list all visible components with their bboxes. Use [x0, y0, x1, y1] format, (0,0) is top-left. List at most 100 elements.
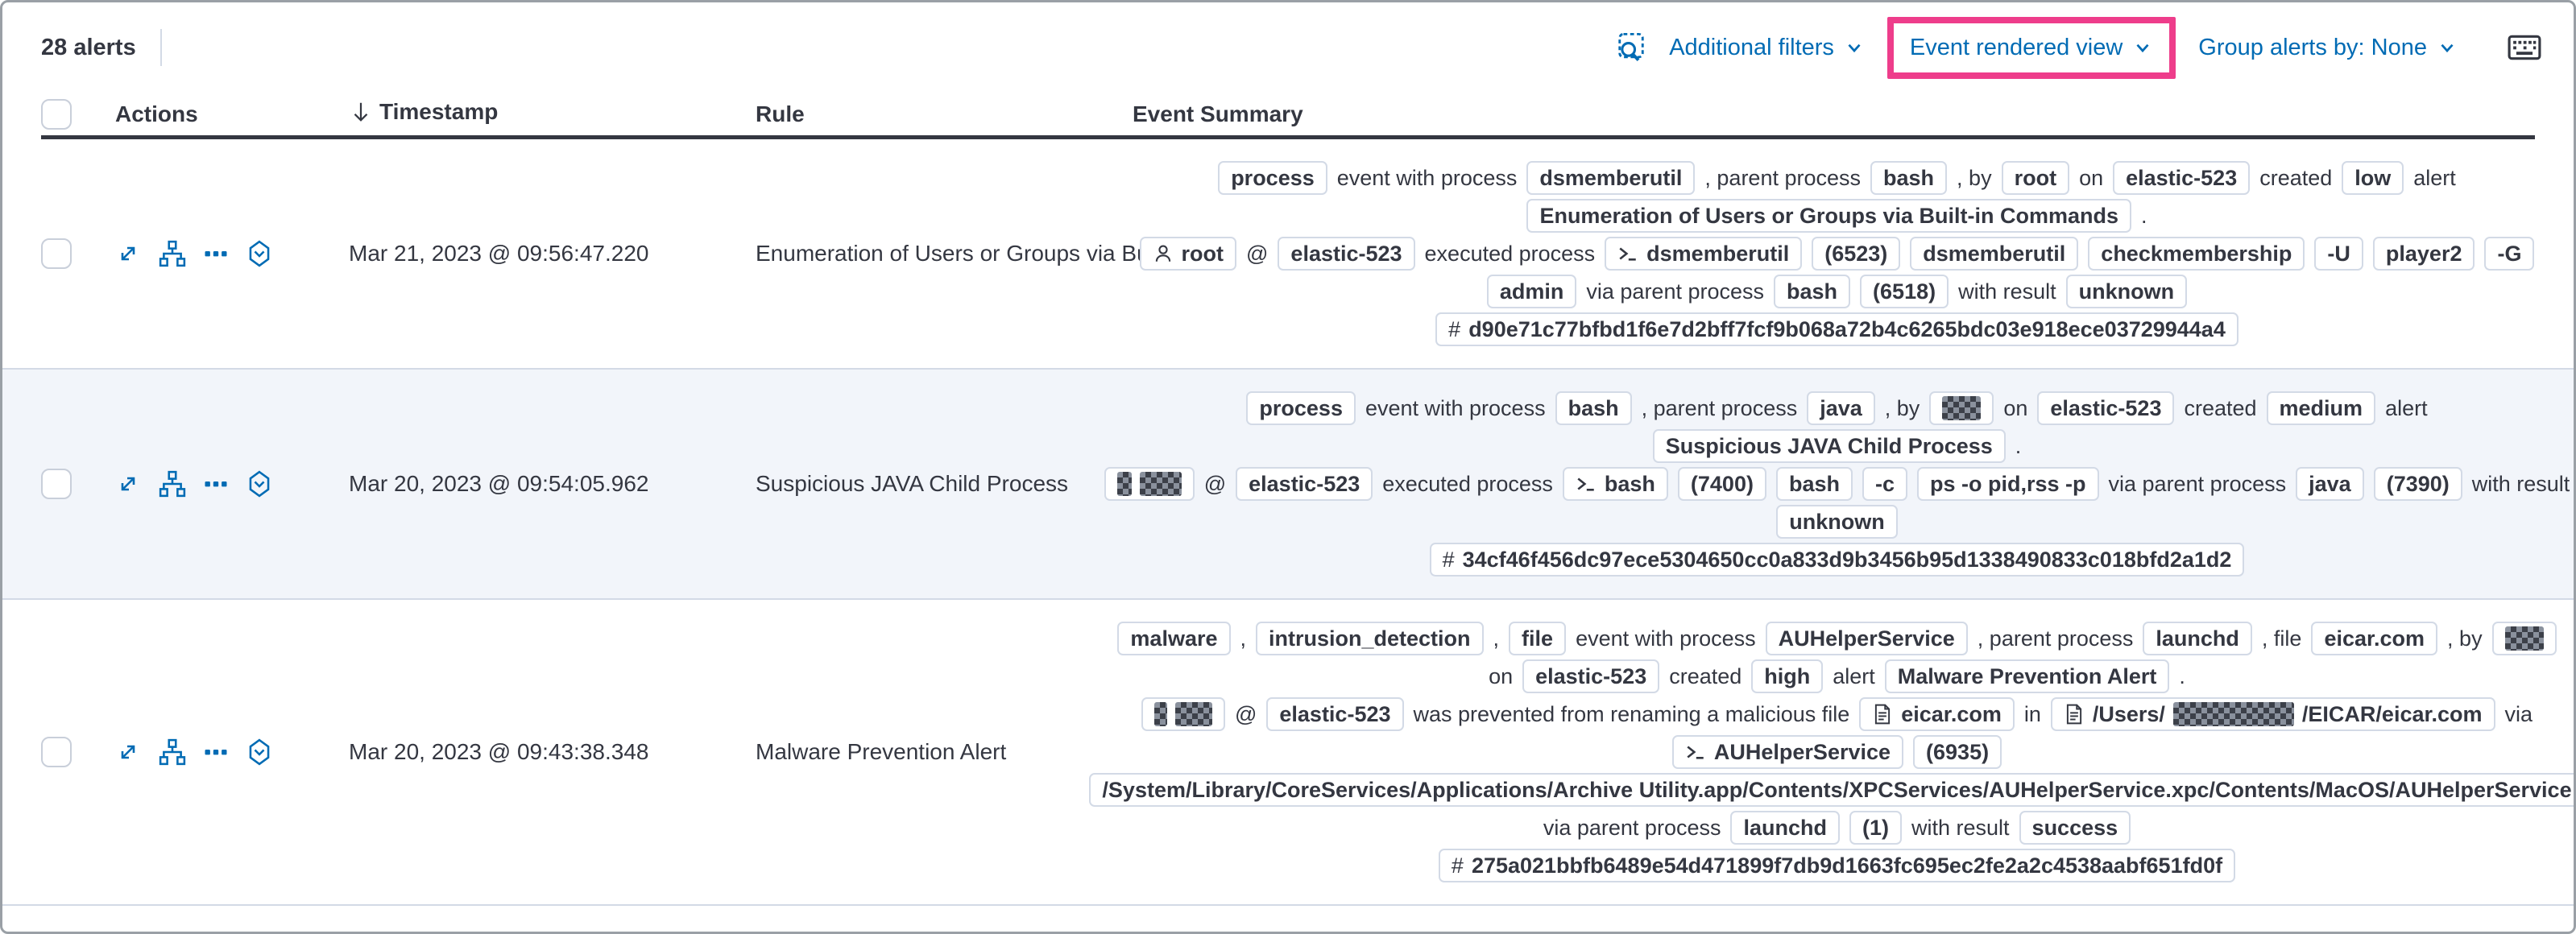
analyze-event-icon[interactable]	[159, 240, 186, 267]
summary-badge[interactable]: java	[1807, 391, 1875, 425]
summary-badge[interactable]	[1104, 467, 1195, 501]
summary-badge[interactable]: admin	[1486, 275, 1577, 308]
row-checkbox[interactable]	[41, 238, 72, 269]
column-header-timestamp[interactable]: Timestamp	[349, 99, 756, 130]
keyboard-icon[interactable]	[2508, 35, 2541, 60]
summary-text: via parent process	[1586, 279, 1765, 304]
summary-badge[interactable]: unknown	[2065, 275, 2188, 308]
summary-badge[interactable]: -c	[1862, 467, 1907, 501]
summary-badge[interactable]: elastic-523	[2113, 161, 2251, 195]
analyze-event-icon[interactable]	[159, 470, 186, 498]
inspect-icon[interactable]	[1616, 32, 1646, 63]
badge-label: java	[2309, 471, 2351, 496]
summary-badge[interactable]: root	[1139, 237, 1236, 271]
analyze-event-icon[interactable]	[159, 738, 186, 766]
badge-label: 275a021bbfb6489e54d471899f7db9d1663fc695…	[1471, 853, 2223, 878]
summary-badge[interactable]: process	[1246, 391, 1356, 425]
summary-badge[interactable]: eicar.com	[1859, 697, 2015, 731]
summary-badge[interactable]: dsmemberutil	[1526, 161, 1696, 195]
expand-icon[interactable]	[115, 739, 141, 765]
badge-label: (6518)	[1873, 279, 1936, 304]
summary-badge[interactable]: (6935)	[1913, 735, 2002, 769]
row-checkbox[interactable]	[41, 469, 72, 499]
summary-badge[interactable]: elastic-523	[1236, 467, 1373, 501]
select-all-checkbox[interactable]	[41, 98, 72, 130]
summary-badge[interactable]: medium	[2266, 391, 2376, 425]
summary-badge[interactable]: checkmembership	[2088, 237, 2305, 271]
badge-label: bash	[1883, 165, 1935, 190]
summary-badge[interactable]: /System/Library/CoreServices/Application…	[1089, 773, 2574, 807]
group-alerts-button[interactable]: Group alerts by: None	[2198, 35, 2458, 61]
summary-badge[interactable]: AUHelperService	[1671, 735, 1904, 769]
timeline-icon[interactable]	[246, 240, 273, 267]
more-actions-icon[interactable]	[204, 740, 228, 764]
summary-text: , by	[1884, 395, 1920, 420]
badge-label: elastic-523	[1279, 701, 1391, 726]
summary-badge[interactable]: bash	[1562, 467, 1668, 501]
summary-badge[interactable]: Enumeration of Users or Groups via Built…	[1526, 199, 2132, 233]
summary-badge[interactable]: high	[1751, 659, 1824, 693]
summary-text: , parent process	[1704, 165, 1862, 190]
more-actions-icon[interactable]	[204, 472, 228, 496]
summary-badge[interactable]: elastic-523	[1266, 697, 1404, 731]
summary-badge[interactable]: bash	[1774, 275, 1851, 308]
summary-badge[interactable]	[1141, 697, 1225, 731]
summary-text: , parent process	[1641, 395, 1798, 420]
summary-badge[interactable]: player2	[2372, 237, 2475, 271]
summary-badge[interactable]	[2491, 622, 2557, 655]
summary-badge[interactable]: Suspicious JAVA Child Process	[1652, 429, 2006, 463]
summary-badge[interactable]: elastic-523	[1522, 659, 1660, 693]
summary-badge[interactable]: (7390)	[2373, 467, 2462, 501]
summary-badge[interactable]: elastic-523	[2037, 391, 2175, 425]
summary-badge[interactable]: #275a021bbfb6489e54d471899f7db9d1663fc69…	[1438, 849, 2236, 882]
summary-badge[interactable]	[1929, 391, 1994, 425]
view-selector-button[interactable]: Event rendered view	[1910, 35, 2153, 61]
summary-badge[interactable]: AUHelperService	[1765, 622, 1968, 655]
summary-badge[interactable]: process	[1218, 161, 1327, 195]
summary-badge[interactable]: #34cf46f456dc97ece5304650cc0a833d9b3456b…	[1429, 543, 2245, 577]
timeline-icon[interactable]	[246, 738, 273, 766]
summary-badge[interactable]: Malware Prevention Alert	[1884, 659, 2170, 693]
expand-icon[interactable]	[115, 241, 141, 267]
summary-badge[interactable]: bash	[1870, 161, 1948, 195]
expand-icon[interactable]	[115, 471, 141, 497]
summary-badge[interactable]: java	[2296, 467, 2364, 501]
summary-badge[interactable]: bash	[1775, 467, 1853, 501]
summary-badge[interactable]: eicar.com	[2311, 622, 2438, 655]
summary-badge[interactable]: dsmemberutil	[1910, 237, 2079, 271]
summary-badge[interactable]: success	[2019, 811, 2131, 845]
summary-badge[interactable]: unknown	[1776, 505, 1898, 539]
summary-badge[interactable]: -U	[2314, 237, 2363, 271]
summary-badge[interactable]: dsmemberutil	[1605, 237, 1803, 271]
summary-badge[interactable]: -G	[2484, 237, 2535, 271]
summary-badge[interactable]: bash	[1555, 391, 1632, 425]
badge-label: checkmembership	[2101, 241, 2292, 266]
column-header-rule[interactable]: Rule	[756, 101, 805, 126]
summary-badge[interactable]: (6523)	[1812, 237, 1901, 271]
summary-badge[interactable]: root	[2001, 161, 2070, 195]
summary-badge[interactable]: (7400)	[1677, 467, 1766, 501]
timeline-icon[interactable]	[246, 470, 273, 498]
terminal-icon	[1576, 473, 1597, 494]
row-checkbox[interactable]	[41, 737, 72, 767]
summary-badge[interactable]: (6518)	[1860, 275, 1949, 308]
summary-badge[interactable]: low	[2342, 161, 2404, 195]
summary-badge[interactable]: #d90e71c77bfbd1f6e7d2bff7fcf9b068a72b4c6…	[1435, 312, 2238, 346]
summary-badge[interactable]: file	[1509, 622, 1567, 655]
badge-label: -c	[1874, 471, 1895, 496]
summary-badge[interactable]: launchd	[1730, 811, 1840, 845]
badge-label: AUHelperService	[1778, 626, 1955, 651]
more-actions-icon[interactable]	[204, 242, 228, 266]
summary-badge[interactable]: malware	[1117, 622, 1231, 655]
summary-badge[interactable]: ps -o pid,rss -p	[1917, 467, 2099, 501]
summary-badge[interactable]: elastic-523	[1278, 237, 1415, 271]
summary-badge[interactable]: intrusion_detection	[1256, 622, 1484, 655]
additional-filters-button[interactable]: Additional filters	[1669, 35, 1865, 61]
summary-badge[interactable]: /Users//EICAR/eicar.com	[2050, 697, 2495, 731]
summary-badge[interactable]: launchd	[2143, 622, 2252, 655]
summary-badge[interactable]: (1)	[1849, 811, 1902, 845]
